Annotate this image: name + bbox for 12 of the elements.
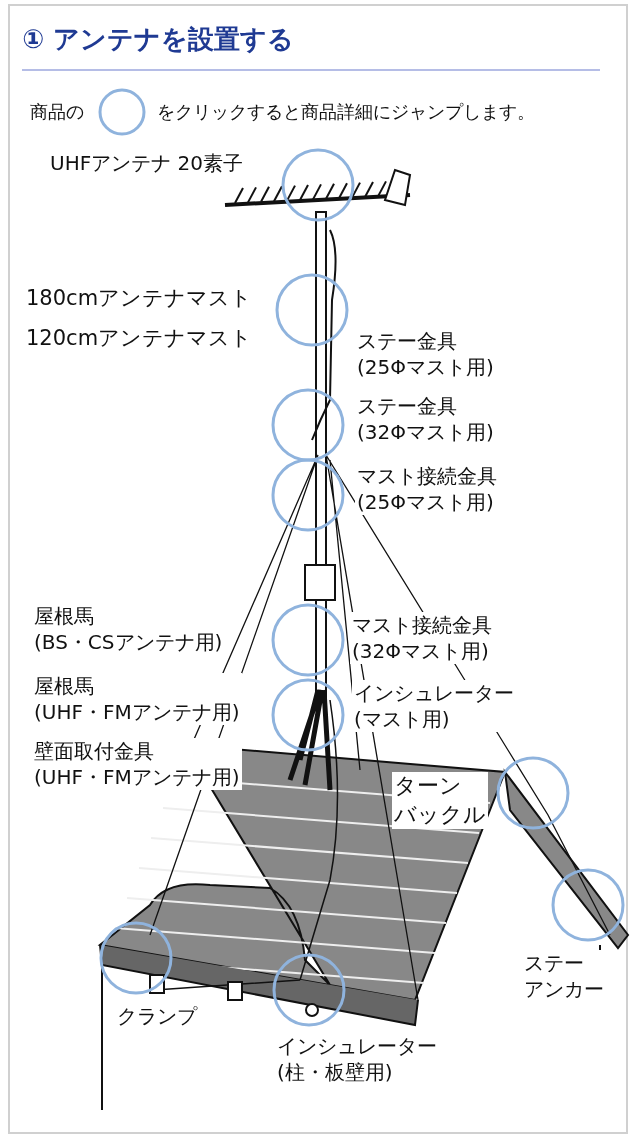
part-label: 壁面取付金具(UHF・FMアンテナ用) xyxy=(32,738,242,790)
part-label: ステーアンカー xyxy=(522,950,606,1002)
part-label: ステー金具(25Φマスト用) xyxy=(355,328,496,380)
part-label: インシュレーター(マスト用) xyxy=(352,680,516,732)
part-label: ステー金具(32Φマスト用) xyxy=(355,393,496,445)
part-label: マスト接続金具(25Φマスト用) xyxy=(355,463,499,515)
part-label: ターンバックル xyxy=(392,772,488,830)
part-label: UHFアンテナ 20素子 xyxy=(48,150,245,176)
instruction-text: 商品の xyxy=(28,100,86,124)
part-label: 屋根馬(UHF・FMアンテナ用) xyxy=(32,673,242,725)
section-title: ① アンテナを設置する xyxy=(22,23,295,56)
part-label: マスト接続金具(32Φマスト用) xyxy=(350,612,494,664)
